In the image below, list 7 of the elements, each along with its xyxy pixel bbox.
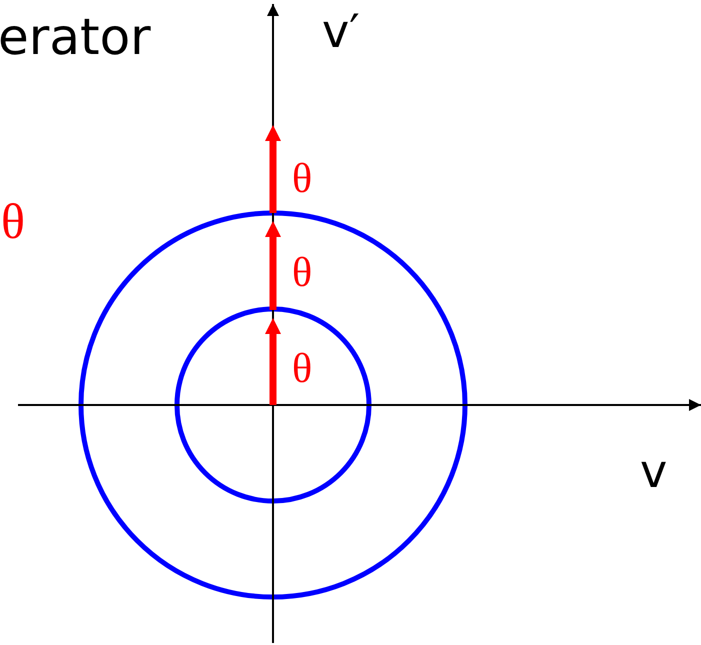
angle-label: θ: [292, 158, 312, 200]
heading-text: erator: [0, 12, 151, 62]
angle-label: θ: [292, 348, 312, 390]
angle-label: θ: [1, 196, 25, 246]
angle-label: θ: [292, 252, 312, 294]
axis-label: v′: [322, 8, 360, 54]
axis-label: v: [640, 448, 668, 494]
